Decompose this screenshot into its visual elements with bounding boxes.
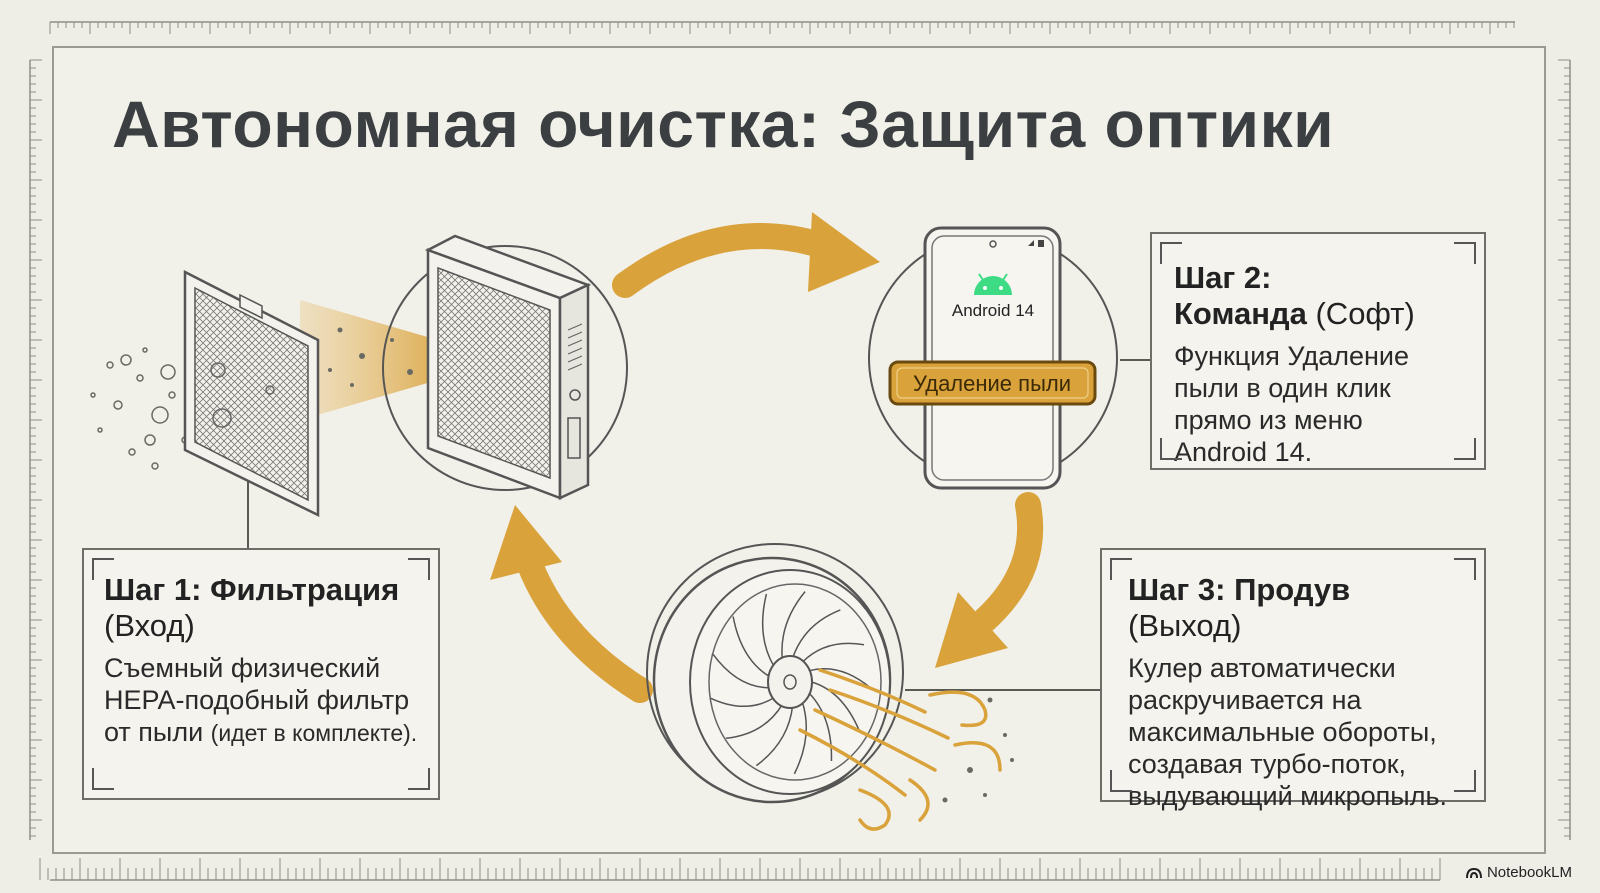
step3-heading: Шаг 3: Продув (Выход) bbox=[1128, 572, 1458, 644]
brand-watermark: NotebookLM bbox=[1465, 864, 1572, 881]
cooling-fan-icon bbox=[646, 543, 904, 804]
step3-title: Шаг 3: Продув bbox=[1128, 572, 1351, 607]
dust-particles bbox=[90, 347, 189, 470]
dust-removal-button-label: Удаление пыли bbox=[913, 371, 1071, 396]
cycle-arrow-right bbox=[935, 492, 1044, 668]
android-version-label: Android 14 bbox=[952, 301, 1034, 320]
cycle-arrow-left bbox=[490, 505, 653, 703]
step1-title: Шаг 1: Фильтрация bbox=[104, 572, 400, 607]
step2-heading: Шаг 2: Команда (Софт) bbox=[1174, 260, 1462, 332]
step1-body: Съемный физический HEPA-подобный фильтр … bbox=[104, 653, 410, 747]
dust-removal-button[interactable]: Удаление пыли bbox=[888, 360, 1097, 406]
beam-particles bbox=[328, 327, 413, 387]
step1-description: Съемный физический HEPA-подобный фильтр … bbox=[104, 652, 418, 749]
step1-body-note: (идет в комплекте). bbox=[210, 720, 418, 746]
step1-card: Шаг 1: Фильтрация (Вход) Съемный физичес… bbox=[82, 548, 440, 800]
step2-title: Команда bbox=[1174, 296, 1307, 331]
step1-subtitle: (Вход) bbox=[104, 608, 195, 643]
android-logo-icon bbox=[974, 273, 1012, 295]
step2-body: Функция Удаление пыли в один клик прямо … bbox=[1174, 341, 1410, 467]
cycle-arrow-top bbox=[612, 212, 880, 298]
page-title: Автономная очистка: Защита оптики bbox=[112, 87, 1335, 161]
notebooklm-logo-icon bbox=[1465, 867, 1482, 878]
hepa-filter-icon bbox=[183, 269, 320, 518]
airflow-icon bbox=[798, 668, 1002, 831]
step3-subtitle: (Выход) bbox=[1128, 608, 1242, 643]
projector-device-icon bbox=[382, 234, 628, 500]
step3-card: Шаг 3: Продув (Выход) Кулер автоматическ… bbox=[1100, 548, 1486, 811]
smartphone-icon: Android 14 bbox=[868, 226, 1118, 490]
step2-subtitle: (Софт) bbox=[1315, 296, 1415, 331]
step1-heading: Шаг 1: Фильтрация (Вход) bbox=[104, 572, 418, 644]
brand-label: NotebookLM bbox=[1486, 864, 1572, 881]
airflow-particles bbox=[942, 697, 1014, 803]
step2-card: Шаг 2: Команда (Софт) Функция Удаление п… bbox=[1150, 232, 1486, 470]
step2-title-prefix: Шаг 2: bbox=[1174, 260, 1272, 295]
step3-body: Кулер автоматически раскручивается на ма… bbox=[1128, 653, 1448, 811]
